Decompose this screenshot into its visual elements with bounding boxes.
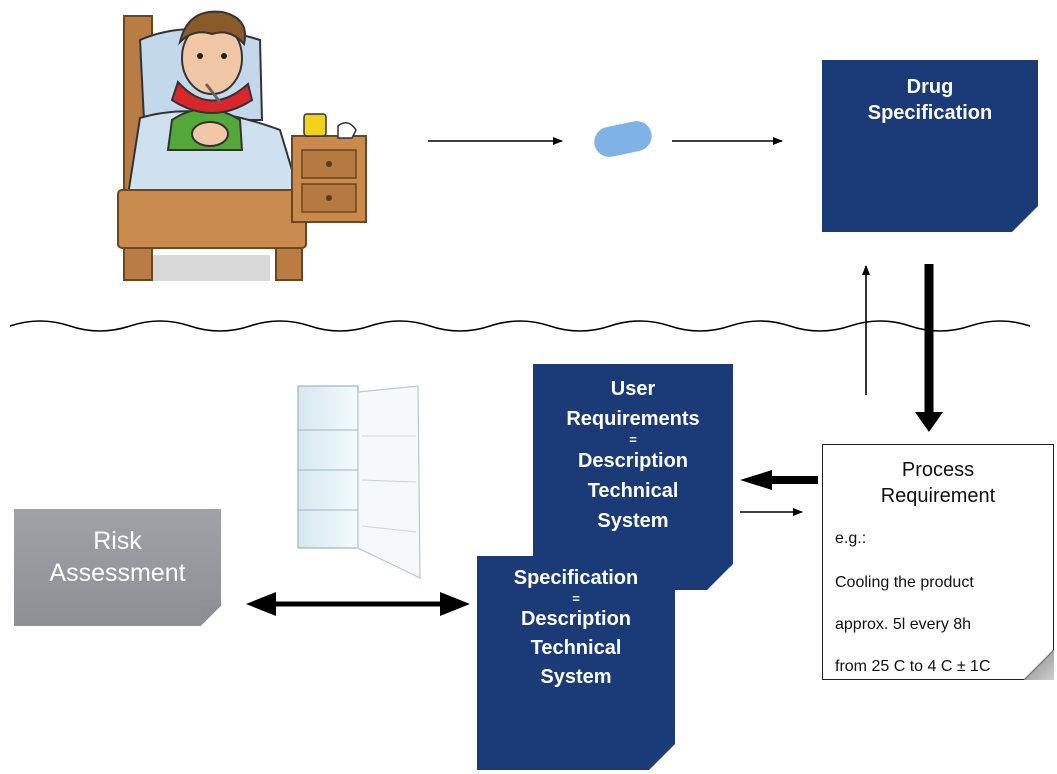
process-requirement-box: Process Requirement e.g.: Cooling the pr… xyxy=(822,444,1054,680)
arrow-to-user-req-head xyxy=(740,470,772,490)
process-req-title-line-1: Process xyxy=(901,459,975,481)
double-arrow-right-head xyxy=(440,592,470,616)
page-fold xyxy=(1012,206,1038,232)
page-fold xyxy=(649,744,675,770)
refrigerator-illustration xyxy=(297,385,421,579)
process-req-title-line-2: Requirement xyxy=(880,485,996,507)
user-req-equals: = xyxy=(629,432,637,447)
sick-patient-illustration xyxy=(117,10,367,281)
risk-assessment-line-1: Risk xyxy=(93,527,142,555)
risk-assessment-box: Risk Assessment xyxy=(14,509,221,626)
drug-spec-line-2: Specification xyxy=(867,102,993,124)
user-req-line-2: Requirements xyxy=(566,408,700,430)
spec-equals: = xyxy=(572,591,580,606)
page-fold xyxy=(201,606,221,626)
user-req-line-6: System xyxy=(597,510,669,532)
example-label: e.g.: xyxy=(835,530,867,547)
spec-line-3: Description xyxy=(520,608,632,630)
risk-assessment-line-2: Assessment xyxy=(49,559,186,587)
example-text: Cooling the product approx. 5l every 8h … xyxy=(835,551,1053,698)
drug-specification-box: Drug Specification xyxy=(822,60,1038,232)
spec-line-1: Specification xyxy=(513,567,639,589)
spec-line-5: System xyxy=(540,666,612,688)
specification-box: Specification = Description Technical Sy… xyxy=(477,556,675,770)
example-line-2: approx. 5l every 8h xyxy=(835,616,972,633)
example-line-3: from 25 C to 4 C ± 1C xyxy=(835,658,991,675)
user-req-line-5: Technical xyxy=(587,480,679,502)
wavy-divider xyxy=(9,320,1031,332)
spec-line-4: Technical xyxy=(530,637,622,659)
pill-icon xyxy=(594,121,652,157)
double-arrow-left-head xyxy=(246,592,276,616)
drug-spec-line-1: Drug xyxy=(906,76,954,98)
page-fold xyxy=(1024,650,1054,680)
user-req-line-4: Description xyxy=(577,450,689,472)
user-requirements-box: User Requirements = Description Technica… xyxy=(533,364,733,590)
arrow-down-to-process-head xyxy=(915,412,943,432)
process-req-title: Process Requirement xyxy=(823,457,1053,509)
page-fold xyxy=(707,564,733,590)
example-line-1: Cooling the product xyxy=(835,574,974,591)
user-req-line-1: User xyxy=(610,378,656,400)
